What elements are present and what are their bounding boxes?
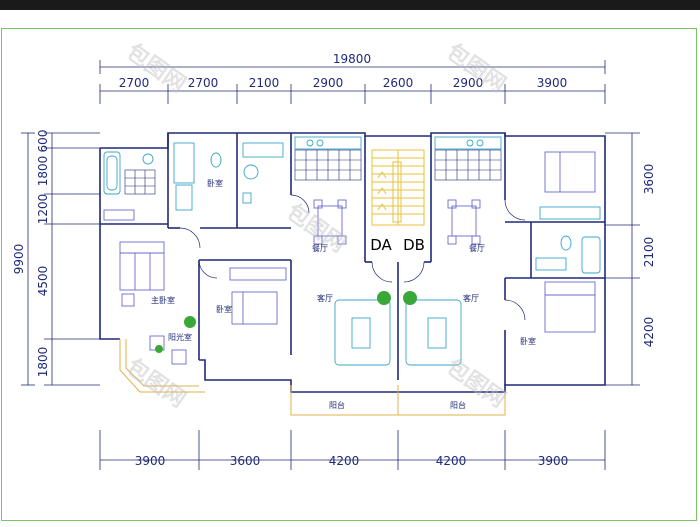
balconies bbox=[119, 339, 506, 416]
top-dim-5: 2600 bbox=[383, 76, 414, 90]
staircase: DA DB bbox=[370, 149, 425, 254]
plants bbox=[155, 291, 417, 353]
room-balcony-a: 阳台 bbox=[329, 400, 345, 410]
top-dim-2: 2700 bbox=[188, 76, 219, 90]
left-dim-2: 1800 bbox=[36, 156, 50, 187]
right-dim-1: 3600 bbox=[642, 164, 656, 195]
left-dim-3: 1200 bbox=[36, 194, 50, 225]
top-dim-3: 2100 bbox=[249, 76, 280, 90]
dimension-labels: 19800 2700 2700 2100 2900 2600 2900 3900… bbox=[12, 52, 656, 468]
room-master-bedroom: 主卧室 bbox=[151, 295, 175, 305]
room-living-b: 客厅 bbox=[463, 293, 479, 303]
unit-label-db: DB bbox=[403, 236, 425, 254]
overall-width-label: 19800 bbox=[333, 52, 371, 66]
left-dim-1: 600 bbox=[36, 130, 50, 153]
room-labels: 卧室 主卧室 阳光室 卧室 餐厅 餐厅 客厅 客厅 卧室 阳台 阳台 bbox=[151, 178, 536, 410]
door-swings bbox=[179, 194, 526, 321]
walls bbox=[99, 132, 606, 393]
unit-label-da: DA bbox=[370, 236, 392, 254]
bottom-dim-4: 4200 bbox=[436, 454, 467, 468]
dimension-lines bbox=[21, 60, 640, 470]
bottom-dim-1: 3900 bbox=[135, 454, 166, 468]
bottom-dim-2: 3600 bbox=[230, 454, 261, 468]
top-dim-7: 3900 bbox=[537, 76, 568, 90]
top-bar bbox=[0, 0, 700, 10]
top-dim-1: 2700 bbox=[119, 76, 150, 90]
room-bedroom-right: 卧室 bbox=[520, 336, 536, 346]
right-dim-2: 2100 bbox=[642, 237, 656, 268]
overall-height-label: 9900 bbox=[12, 244, 26, 275]
top-dim-4: 2900 bbox=[313, 76, 344, 90]
top-dim-6: 2900 bbox=[453, 76, 484, 90]
left-dim-4: 4500 bbox=[36, 266, 50, 297]
room-dining-a: 餐厅 bbox=[312, 244, 328, 253]
bottom-dim-3: 4200 bbox=[329, 454, 360, 468]
furniture bbox=[103, 151, 596, 366]
room-balcony-b: 阳台 bbox=[450, 400, 466, 410]
counter-tiles bbox=[124, 149, 502, 195]
room-living-a: 客厅 bbox=[317, 293, 333, 303]
room-bedroom-top: 卧室 bbox=[207, 178, 223, 188]
drawing-frame bbox=[1, 28, 697, 521]
right-dim-3: 4200 bbox=[642, 317, 656, 348]
fixtures bbox=[103, 136, 601, 274]
room-sunroom: 阳光室 bbox=[168, 332, 192, 342]
room-dining-b: 餐厅 bbox=[469, 244, 485, 253]
room-bedroom-left: 卧室 bbox=[216, 304, 232, 314]
left-dim-5: 1800 bbox=[36, 347, 50, 378]
bottom-dim-5: 3900 bbox=[538, 454, 569, 468]
